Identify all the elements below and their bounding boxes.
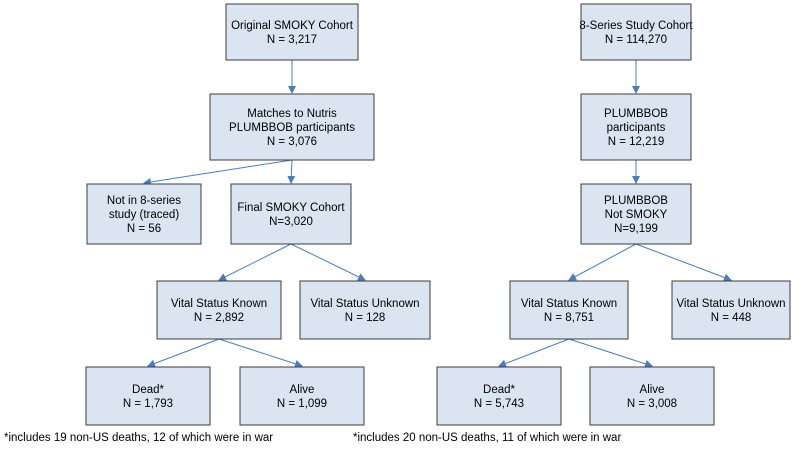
box-frame: [225, 3, 359, 61]
box-frame: [86, 183, 202, 245]
box-smoky-unknown: Vital Status Unknown N = 128: [299, 280, 431, 340]
arrow-smoky-matches-to-smoky-not-in: [143, 159, 293, 186]
arrow-series-known-to-series-alive: [568, 338, 653, 368]
box-text-line: Not in 8-series: [107, 195, 181, 207]
box-text-line: Original SMOKY Cohort: [231, 20, 354, 32]
box-text-line: N = 3,076: [267, 136, 317, 148]
box-series-dead: Dead* N = 5,743: [436, 366, 562, 426]
box-text-line: Vital Status Known: [171, 298, 267, 310]
box-text-line: participants: [607, 122, 666, 134]
box-text-line: Not SMOKY: [605, 209, 668, 221]
box-text-line: N=3,020: [269, 216, 313, 228]
footnote-smoky: *includes 19 non-US deaths, 12 of which …: [4, 432, 274, 444]
box-frame: [580, 3, 692, 61]
footnote-8-series: *includes 20 non-US deaths, 11 of which …: [353, 432, 622, 444]
box-text-line: N = 2,892: [194, 312, 244, 324]
arrow-smoky-known-to-smoky-alive: [218, 338, 303, 368]
arrow-line: [218, 338, 303, 368]
arrow-line: [147, 338, 220, 368]
box-text-line: N = 3,217: [267, 34, 317, 46]
box-text-line: N = 128: [345, 312, 386, 324]
box-smoky-alive: Alive N = 1,099: [239, 366, 365, 426]
box-text-line: Vital Status Known: [521, 298, 617, 310]
arrow-series-known-to-series-dead: [498, 338, 570, 368]
box-series-cohort: 8-Series Study Cohort N = 114,270: [579, 3, 693, 61]
arrow-line: [287, 159, 296, 184]
box-text-line: Final SMOKY Cohort: [237, 202, 345, 214]
arrow-series-not-smoky-to-series-known: [568, 243, 637, 281]
arrow-line: [218, 243, 292, 281]
box-text-line: 8-Series Study Cohort: [579, 20, 693, 32]
box-series-alive: Alive N = 3,008: [589, 366, 715, 426]
box-text-line: Dead*: [483, 384, 515, 396]
box-text-line: N = 114,270: [605, 34, 667, 46]
box-text-line: N = 1,099: [277, 398, 327, 410]
box-series-unknown: Vital Status Unknown N = 448: [671, 280, 791, 340]
box-text-line: Vital Status Unknown: [676, 298, 785, 310]
box-text-line: Matches to Nutris: [247, 108, 337, 120]
arrow-line: [568, 243, 637, 281]
box-text-line: N = 8,751: [544, 312, 594, 324]
arrow-smoky-matches-to-smoky-final: [287, 159, 296, 184]
box-smoky-not-in: Not in 8-series study (traced) N = 56: [86, 183, 202, 245]
arrow-line: [568, 338, 653, 368]
box-series-not-smoky: PLUMBBOB Not SMOKY N=9,199: [580, 183, 692, 245]
box-frame: [299, 280, 431, 340]
box-frame: [589, 366, 715, 426]
arrow-smoky-final-to-smoky-known: [218, 243, 292, 281]
box-text-line: N = 1,793: [123, 398, 173, 410]
arrow-line: [143, 159, 293, 186]
box-text-line: Vital Status Unknown: [310, 298, 419, 310]
box-text-line: N = 56: [127, 223, 161, 235]
box-text-line: N = 12,219: [608, 136, 665, 148]
box-frame: [580, 93, 692, 161]
box-text-line: PLUMBBOB: [604, 195, 668, 207]
box-text-line: N = 3,008: [627, 398, 677, 410]
box-frame: [239, 366, 365, 426]
box-text-line: Dead*: [132, 384, 164, 396]
box-text-line: PLUMBBOB participants: [229, 122, 355, 134]
box-frame: [580, 183, 692, 245]
box-frame: [509, 280, 629, 340]
arrow-line: [635, 243, 732, 282]
box-smoky-dead: Dead* N = 1,793: [85, 366, 211, 426]
box-frame: [85, 366, 211, 426]
box-frame: [671, 280, 791, 340]
box-smoky-known: Vital Status Known N = 2,892: [156, 280, 282, 340]
arrow-series-not-smoky-to-series-unknown: [635, 243, 732, 282]
box-smoky-original: Original SMOKY Cohort N = 3,217: [225, 3, 359, 61]
arrow-smoky-known-to-smoky-dead: [147, 338, 220, 368]
box-frame: [436, 366, 562, 426]
box-text-line: N = 448: [711, 312, 752, 324]
box-frame: [209, 93, 375, 161]
box-text-line: N=9,199: [614, 223, 658, 235]
arrow-line: [290, 243, 366, 281]
arrow-smoky-final-to-smoky-unknown: [290, 243, 366, 281]
box-frame: [156, 280, 282, 340]
box-series-known: Vital Status Known N = 8,751: [509, 280, 629, 340]
box-series-plumbbob: PLUMBBOB participants N = 12,219: [580, 93, 692, 161]
arrow-line: [498, 338, 570, 368]
box-text-line: PLUMBBOB: [604, 108, 668, 120]
box-text-line: Alive: [290, 384, 315, 396]
box-text-line: N = 5,743: [474, 398, 524, 410]
arrows-layer: [143, 60, 732, 368]
box-frame: [230, 183, 352, 245]
box-text-line: Alive: [640, 384, 665, 396]
box-text-line: study (traced): [109, 209, 179, 221]
